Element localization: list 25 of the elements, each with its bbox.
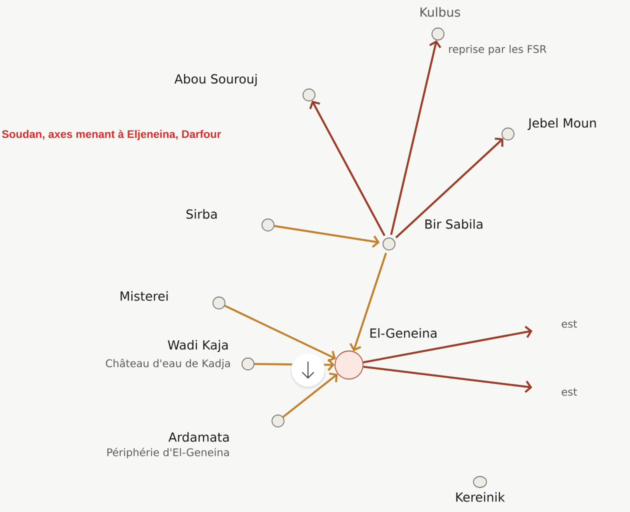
- arrow: [363, 326, 532, 364]
- direction-label: est: [562, 320, 577, 328]
- arrow: [363, 366, 532, 393]
- place-label: Abou Sourouj: [174, 74, 257, 86]
- arrow: [395, 138, 504, 238]
- place-note: Château d'eau de Kadja: [106, 358, 230, 370]
- arrow: [309, 100, 386, 236]
- place-label: Misterei: [120, 291, 168, 301]
- arrow: [274, 225, 380, 248]
- arrow: [224, 304, 336, 362]
- place-label: Sirba: [186, 209, 217, 219]
- direction-label: est: [562, 388, 577, 396]
- place-label: Kulbus: [420, 7, 460, 17]
- place-note: Périphérie d'El-Geneina: [107, 448, 229, 458]
- place-label: El-Geneina: [370, 328, 436, 338]
- place-label: Jebel Moun: [528, 118, 596, 130]
- arrow: [282, 372, 338, 418]
- place-label: Wadi Kaja: [168, 340, 228, 352]
- place-label: Kereinik: [456, 492, 505, 502]
- place-label: Ardamata: [168, 432, 229, 442]
- title: Soudan, axes menant à Eljeneina, Darfour: [2, 130, 221, 140]
- arrow: [390, 40, 442, 236]
- arrow: [349, 252, 387, 352]
- place-label: Bir Sabila: [425, 219, 482, 229]
- place-note: reprise par les FSR: [449, 44, 546, 56]
